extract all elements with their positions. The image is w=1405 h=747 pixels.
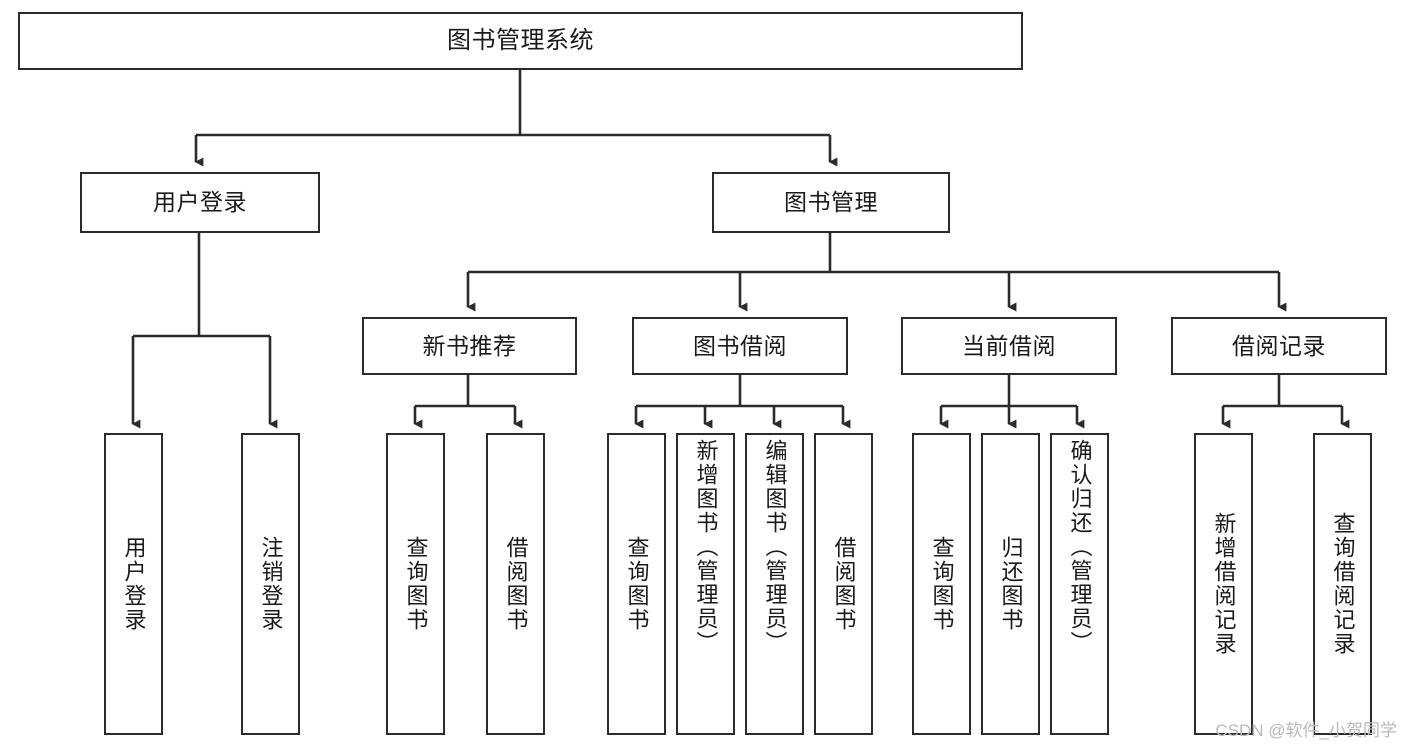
leaf-new-book-borrow[interactable]: 借阅图书 [486,433,545,735]
leaf-new-book-query-label: 查询图书 [403,536,429,632]
leaf-borrow-record-add-label: 新增借阅记录 [1211,512,1237,656]
leaf-book-borrow-edit[interactable]: 编辑图书（管理员） [745,433,804,735]
leaf-borrow-record-add[interactable]: 新增借阅记录 [1194,433,1253,735]
node-new-book-recommend-label: 新书推荐 [422,332,517,359]
leaf-book-borrow-borrow[interactable]: 借阅图书 [814,433,873,735]
leaf-book-borrow-add[interactable]: 新增图书（管理员） [676,433,735,735]
leaf-book-borrow-query[interactable]: 查询图书 [607,433,666,735]
node-book-management[interactable]: 图书管理 [712,172,950,233]
leaf-user-login-signin-label: 用户登录 [121,536,147,632]
node-borrow-record[interactable]: 借阅记录 [1171,317,1387,375]
node-current-borrow[interactable]: 当前借阅 [901,317,1117,375]
leaf-current-borrow-confirm[interactable]: 确认归还（管理员） [1050,433,1109,735]
leaf-book-borrow-add-label: 新增图书（管理员） [693,439,719,655]
node-user-login-label: 用户登录 [153,189,247,216]
node-book-borrow-label: 图书借阅 [693,332,787,359]
leaf-book-borrow-borrow-label: 借阅图书 [831,536,857,632]
leaf-user-login-signin[interactable]: 用户登录 [104,433,163,735]
leaf-borrow-record-query[interactable]: 查询借阅记录 [1313,433,1372,735]
leaf-user-login-signout-label: 注销登录 [258,536,284,632]
leaf-user-login-signout[interactable]: 注销登录 [241,433,300,735]
leaf-current-borrow-return-label: 归还图书 [998,536,1024,632]
node-root[interactable]: 图书管理系统 [18,12,1023,70]
leaf-current-borrow-query-label: 查询图书 [929,536,955,632]
leaf-current-borrow-return[interactable]: 归还图书 [981,433,1040,735]
leaf-current-borrow-query[interactable]: 查询图书 [912,433,971,735]
node-book-borrow[interactable]: 图书借阅 [632,317,848,375]
node-book-management-label: 图书管理 [784,189,878,216]
leaf-borrow-record-query-label: 查询借阅记录 [1330,512,1356,656]
node-borrow-record-label: 借阅记录 [1232,332,1326,359]
node-new-book-recommend[interactable]: 新书推荐 [362,317,577,375]
leaf-book-borrow-query-label: 查询图书 [624,536,650,632]
node-user-login[interactable]: 用户登录 [80,172,320,233]
leaf-new-book-borrow-label: 借阅图书 [503,536,529,632]
leaf-book-borrow-edit-label: 编辑图书（管理员） [762,439,788,655]
watermark: CSDN @软件_小贺同学 [1215,721,1397,740]
leaf-current-borrow-confirm-label: 确认归还（管理员） [1067,439,1093,655]
node-current-borrow-label: 当前借阅 [962,332,1056,359]
node-root-label: 图书管理系统 [447,27,594,55]
leaf-new-book-query[interactable]: 查询图书 [386,433,445,735]
